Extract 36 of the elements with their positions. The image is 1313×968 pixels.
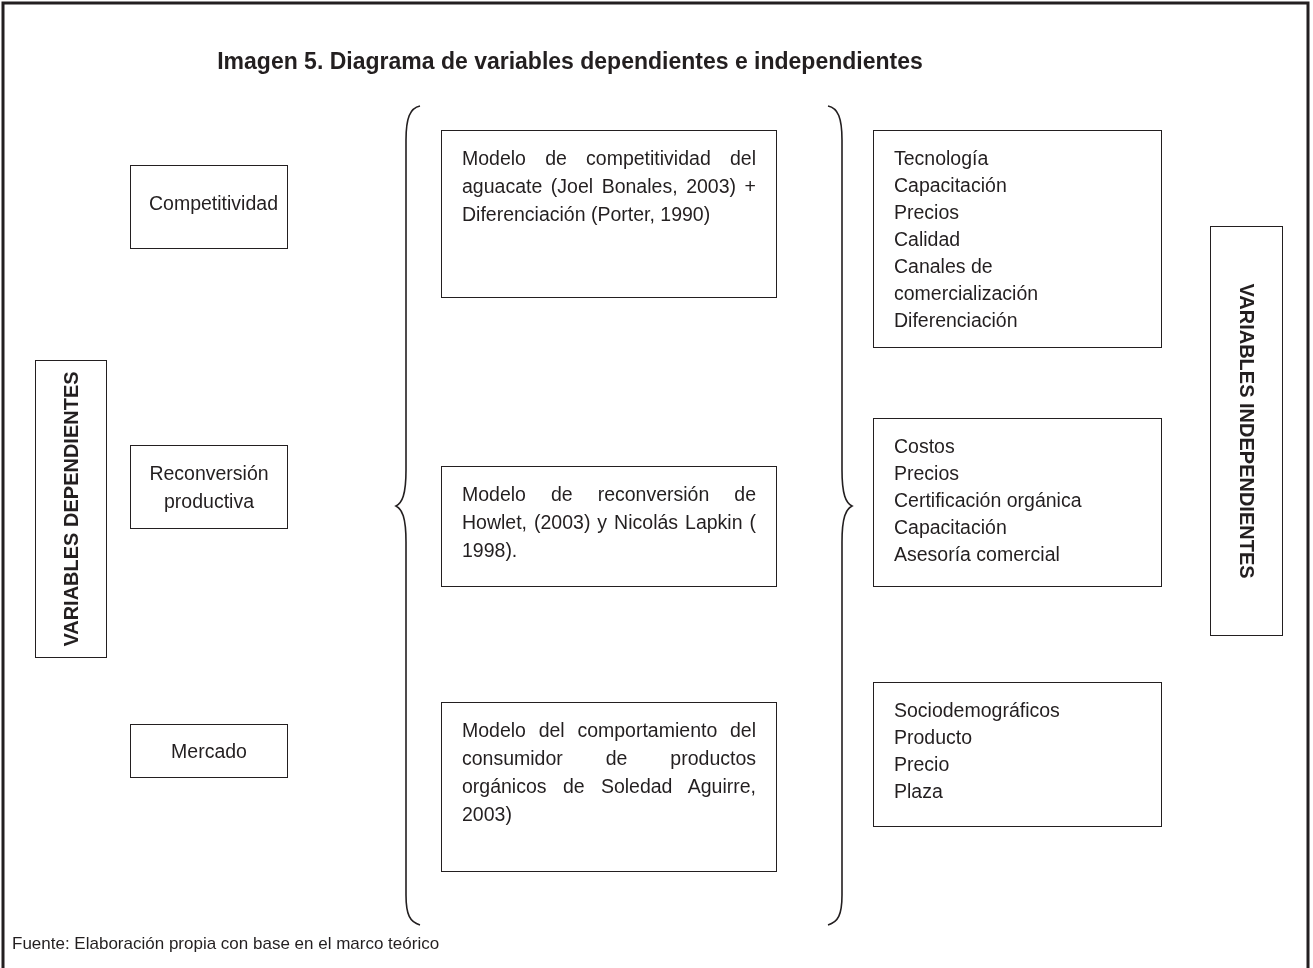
factor-item: Costos [894, 434, 955, 459]
model-description: Modelo de reconversión de Howlet, (2003) y Nicolás Lapkin ( 1998). [462, 482, 756, 563]
factor-item: Calidad [894, 227, 961, 252]
variable-label: Reconversión productiva [148, 461, 270, 514]
factor-item: Tecnología [894, 146, 989, 171]
factor-item: Precios [894, 200, 960, 225]
factor-item: Asesoría comercial [894, 542, 1060, 567]
title: Imagen 5. Diagrama de variables dependientes e independientes [216, 48, 924, 75]
factor-list-box [873, 418, 1162, 587]
variable-box [130, 445, 288, 529]
model-box [441, 466, 777, 587]
factor-item: Diferenciación [894, 308, 1018, 333]
factor-item: Producto [894, 725, 973, 750]
factor-item: Sociodemográficos [894, 698, 1060, 723]
factor-item: Capacitación [894, 173, 1007, 198]
variable-box [130, 165, 288, 249]
factor-item: Canales de comercialización [894, 254, 1040, 306]
factor-item: Precio [894, 752, 950, 777]
factor-item: Plaza [894, 779, 943, 804]
factor-list-box [873, 682, 1162, 827]
variable-label: Mercado [171, 739, 247, 764]
model-description: Modelo del comportamiento del consumidor de productos orgánicos de Soledad Aguirre, 2003) [462, 718, 756, 827]
heading-box [35, 360, 107, 658]
model-box [441, 702, 777, 872]
caption: Fuente: Elaboración propia con base en el marco teórico [12, 934, 440, 954]
variable-box [130, 724, 288, 778]
model-box [441, 130, 777, 298]
factor-item: Precios [894, 461, 960, 486]
heading-box [1210, 226, 1283, 636]
heading-text: VARIABLES INDEPENDIENTES [1234, 283, 1259, 579]
factor-list-box [873, 130, 1162, 348]
heading-text: VARIABLES DEPENDIENTES [59, 371, 83, 647]
factor-item: Capacitación [894, 515, 1007, 540]
factor-item: Certificación orgánica [894, 488, 1082, 513]
variable-label: Competitividad [149, 191, 278, 216]
model-description: Modelo de competitividad del aguacate (Joel Bonales, 2003) + Diferenciación (Porter, 1990) [462, 146, 756, 227]
